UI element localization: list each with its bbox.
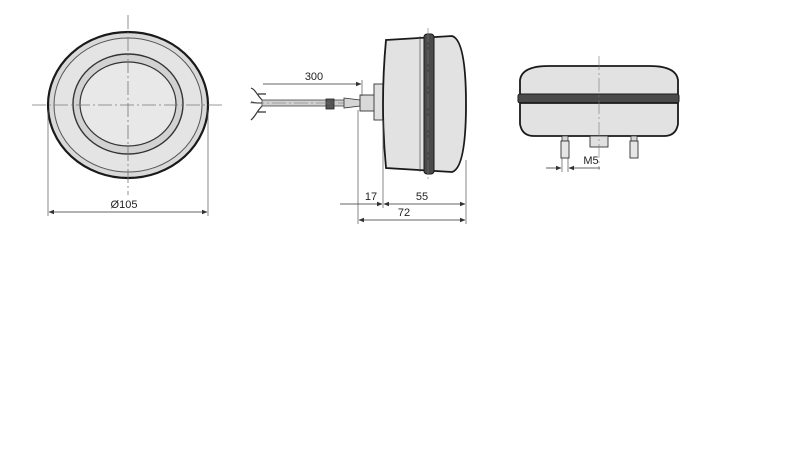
body-depth-label: 55	[416, 191, 428, 203]
mount-depth-label: 17	[365, 191, 377, 203]
left-stud	[560, 140, 570, 159]
right-stud	[629, 140, 639, 159]
cable-connector	[325, 98, 335, 110]
bottom-view: M5	[517, 56, 680, 172]
right-stud-base	[630, 135, 638, 142]
cable-gland	[343, 97, 361, 109]
left-stud-base	[561, 135, 569, 142]
lamp-bottom-body	[519, 102, 679, 137]
lamp-bottom-seal	[517, 93, 680, 104]
front-view: Ø105	[32, 15, 224, 216]
thread-label: M5	[583, 155, 598, 167]
lamp-seal-band	[423, 33, 435, 175]
side-view: 300 17 55 72	[250, 28, 467, 224]
diameter-label: Ø105	[111, 199, 138, 211]
total-depth-label: 72	[398, 207, 410, 219]
cable-length-label: 300	[305, 71, 323, 83]
